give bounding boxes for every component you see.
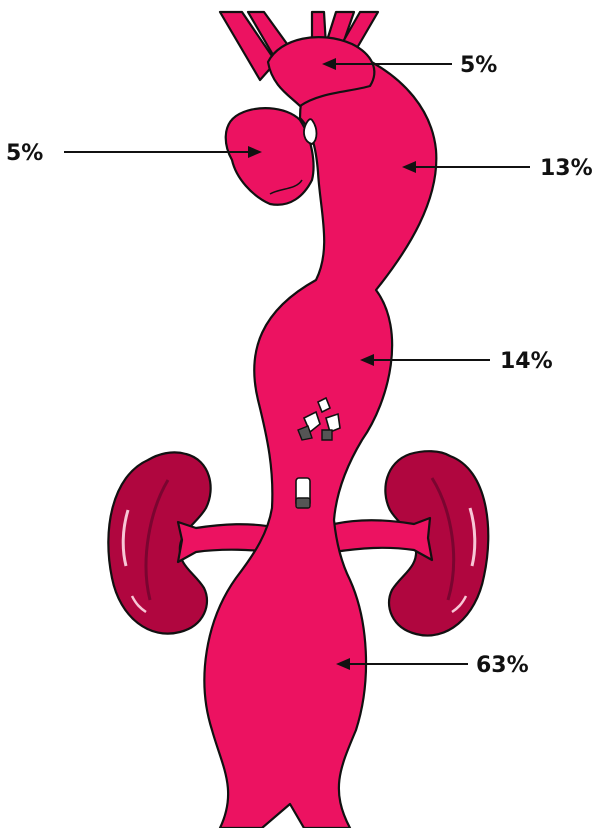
stent-device-lower xyxy=(296,478,310,508)
label-upper-right-13pct: 13% xyxy=(540,156,593,181)
label-mid-14pct: 14% xyxy=(500,349,553,374)
aortic-root-bulge xyxy=(226,108,314,205)
label-left-5pct: 5% xyxy=(6,141,43,166)
label-lower-63pct: 63% xyxy=(476,653,529,678)
label-top-5pct: 5% xyxy=(460,53,497,78)
